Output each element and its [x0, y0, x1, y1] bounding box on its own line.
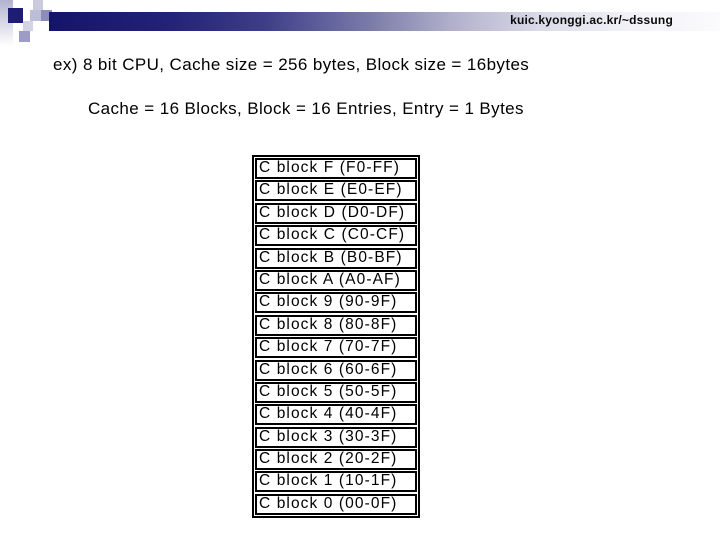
cache-block-row: C block 6 (60-6F)	[255, 359, 417, 381]
cache-block-row: C block 9 (90-9F)	[255, 292, 417, 314]
cache-block-row: C block E (E0-EF)	[255, 180, 417, 202]
slide-text-detail-line: Cache = 16 Blocks, Block = 16 Entries, E…	[88, 99, 524, 118]
deco-square-medium-a	[41, 10, 52, 21]
cache-block-row: C block F (F0-FF)	[255, 158, 417, 179]
cache-block-row: C block D (D0-DF)	[255, 202, 417, 224]
deco-left-strip	[0, 0, 13, 46]
cache-block-row: C block 3 (30-3F)	[255, 426, 417, 448]
deco-square-light-b	[23, 21, 33, 31]
cache-block-table: C block F (F0-FF)C block E (E0-EF)C bloc…	[252, 155, 420, 518]
slide-text-example-line: ex) 8 bit CPU, Cache size = 256 bytes, B…	[53, 55, 530, 74]
header-url-text: kuic.kyonggi.ac.kr/~dssung	[510, 13, 673, 27]
cache-block-row: C block A (A0-AF)	[255, 269, 417, 291]
cache-block-row: C block C (C0-CF)	[255, 225, 417, 247]
cache-block-row: C block 2 (20-2F)	[255, 449, 417, 471]
cache-block-row: C block 0 (00-0F)	[255, 493, 417, 515]
deco-square-light-a	[30, 10, 41, 21]
cache-block-row: C block 1 (10-1F)	[255, 471, 417, 493]
cache-block-row: C block 8 (80-8F)	[255, 314, 417, 336]
deco-square-top	[33, 0, 43, 10]
cache-block-row: C block 4 (40-4F)	[255, 404, 417, 426]
header-gradient-bar	[49, 12, 720, 31]
deco-square-medium-b	[19, 31, 30, 42]
cache-block-row: C block B (B0-BF)	[255, 247, 417, 269]
cache-block-row: C block 5 (50-5F)	[255, 381, 417, 403]
cache-block-row: C block 7 (70-7F)	[255, 337, 417, 359]
deco-square-navy	[8, 8, 23, 23]
